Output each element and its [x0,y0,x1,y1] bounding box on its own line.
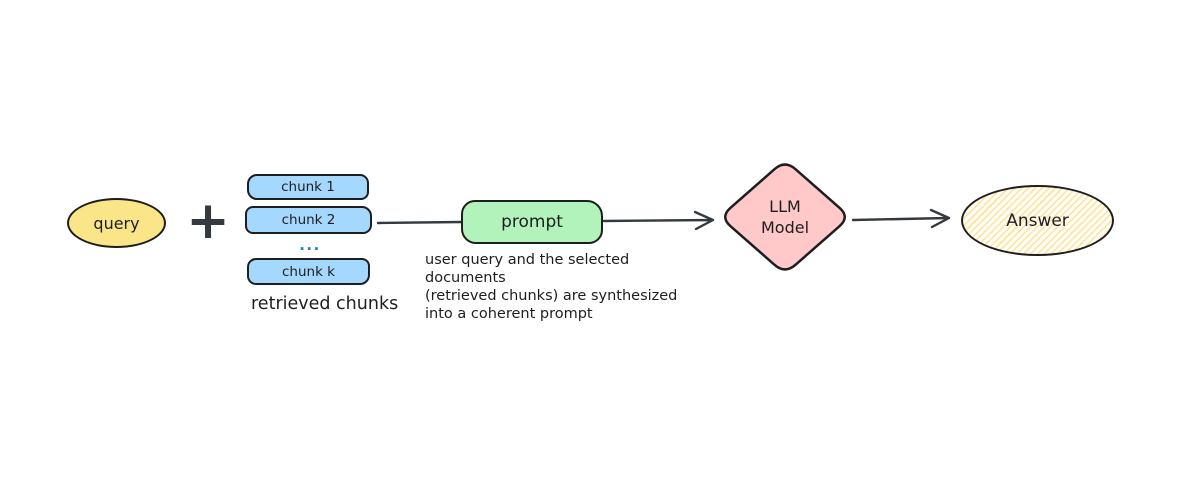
chunks-to-prompt-line [376,220,463,225]
chunk-k-label: chunk k [281,263,336,280]
prompt-node: prompt [461,200,603,244]
prompt-label: prompt [501,212,563,232]
prompt-to-llm-arrow [602,210,715,231]
prompt-annotation: user query and the selected documents (r… [425,252,678,322]
answer-label: Answer [1006,210,1069,231]
chunk-2-label: chunk 2 [281,212,336,228]
retrieved-chunks-caption: retrieved chunks [251,294,399,314]
chunk-1-node: chunk 1 [247,174,369,200]
llm-model-label: LLM Model [760,197,810,237]
plus-operator: + [186,191,230,251]
chunk-1-label: chunk 1 [281,179,335,195]
query-label: query [93,213,140,233]
llm-to-answer-arrow [851,208,951,229]
chunk-k-node: chunk k [247,258,370,285]
chunks-ellipsis: ... [299,236,321,254]
query-node: query [67,198,166,248]
chunk-2-node: chunk 2 [245,206,372,234]
answer-node: Answer [961,185,1114,256]
